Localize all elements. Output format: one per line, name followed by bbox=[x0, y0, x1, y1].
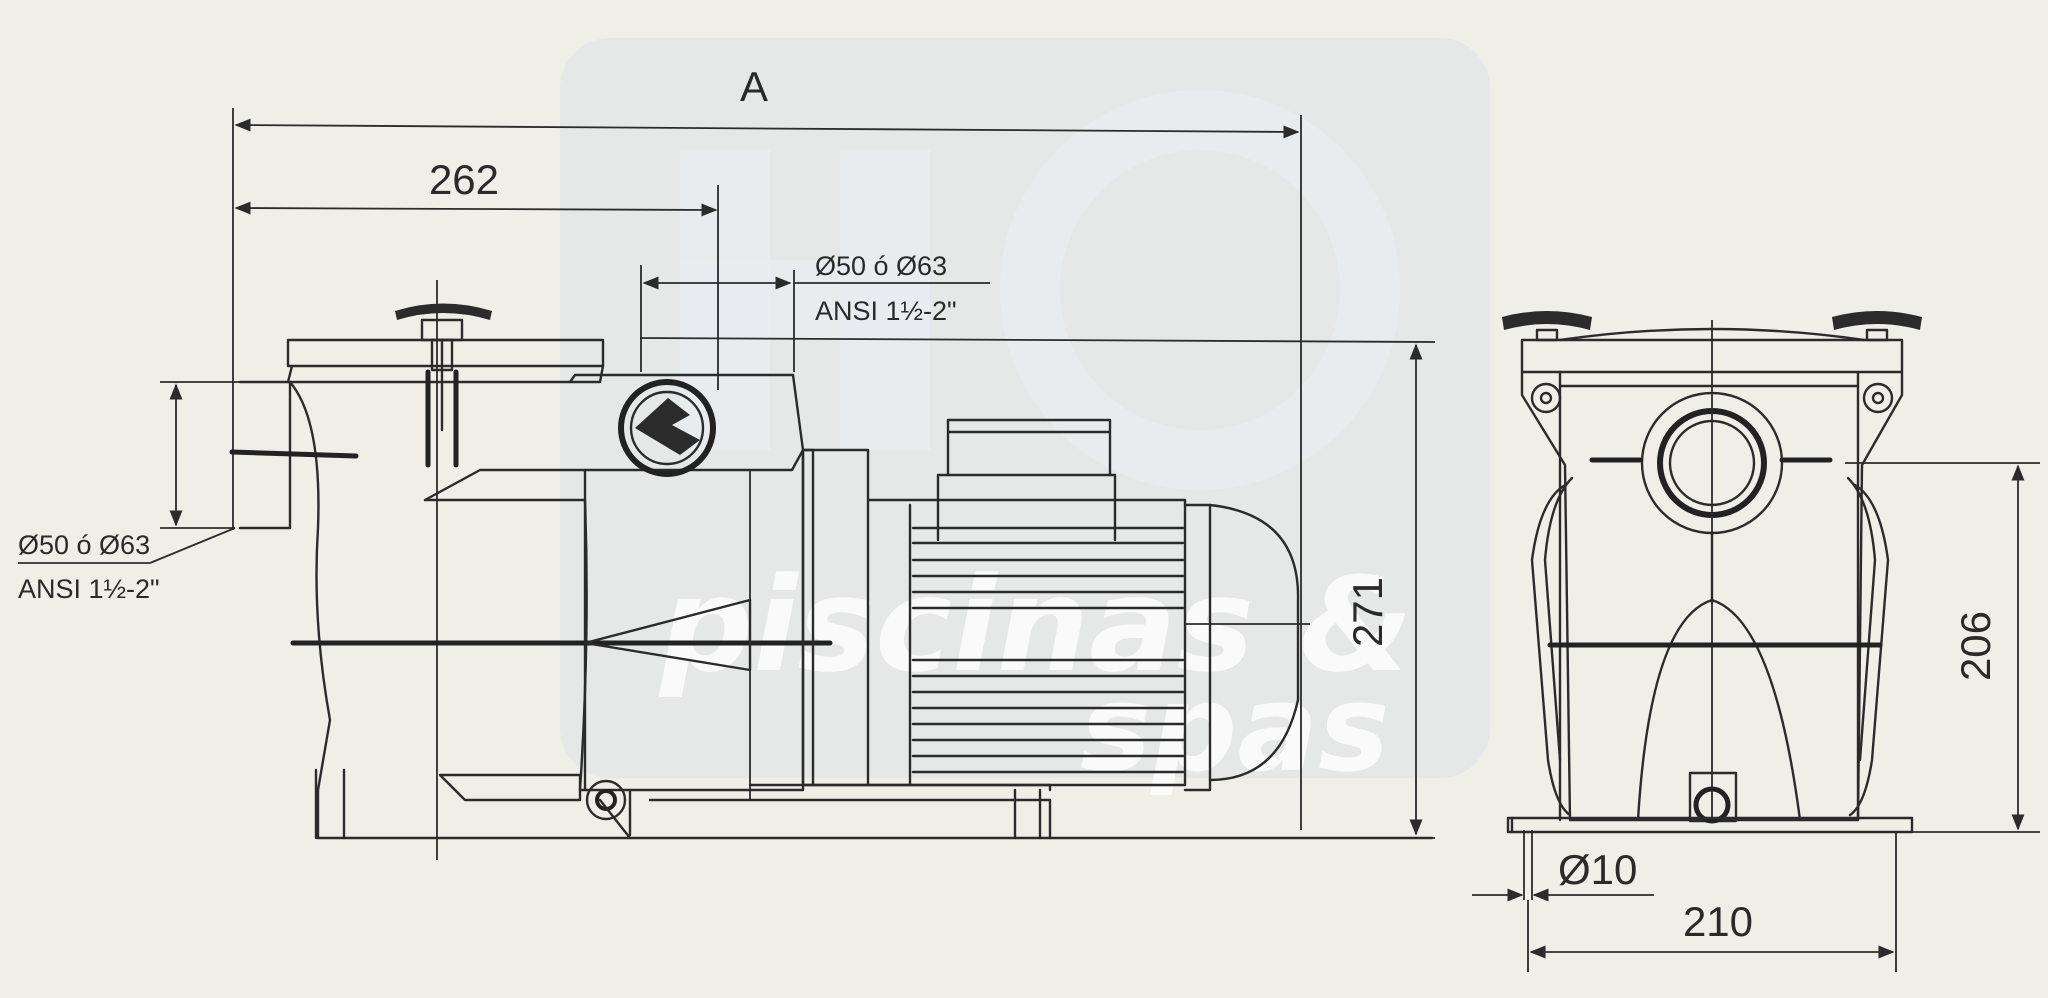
terminal-box bbox=[936, 473, 1117, 542]
motor-end-cap bbox=[1208, 503, 1300, 782]
dimension-line-a bbox=[234, 118, 1300, 139]
dimension-label-210: 210 bbox=[1683, 898, 1753, 945]
lid-rim bbox=[286, 338, 605, 368]
lid-knob-icon bbox=[395, 303, 492, 468]
watermark-logo: piscinas & spas bbox=[560, 38, 1490, 799]
front-right-knob-icon bbox=[1832, 311, 1922, 342]
outlet-thread-label: ANSI 1½-2" bbox=[815, 296, 957, 326]
outlet-diameter-label: Ø50 ó Ø63 bbox=[815, 251, 947, 281]
dimension-label-271: 271 bbox=[1344, 577, 1391, 647]
pump-side-view: A 262 Ø50 ó Ø63 ANSI 1½-2" 271 Ø50 ó Ø63… bbox=[18, 63, 1436, 860]
dimension-label-a: A bbox=[740, 63, 768, 110]
dimension-line-262 bbox=[234, 201, 718, 217]
inlet-diameter-label: Ø50 ó Ø63 bbox=[18, 530, 150, 560]
dimension-label-hole: Ø10 bbox=[1558, 846, 1637, 893]
inlet-axis-line bbox=[229, 449, 359, 459]
dimension-label-262: 262 bbox=[429, 156, 499, 203]
motor-housing bbox=[866, 498, 1187, 787]
dimension-label-206: 206 bbox=[1952, 611, 1999, 681]
drain-plug-icon bbox=[585, 779, 627, 821]
motor-cooling-fins bbox=[911, 526, 1185, 774]
pressure-gauge-icon bbox=[618, 379, 716, 477]
front-drain-plug-icon bbox=[1688, 771, 1738, 824]
inlet-thread-label: ANSI 1½-2" bbox=[18, 574, 160, 604]
pump-front-view: 206 Ø10 210 bbox=[1472, 311, 2040, 972]
front-left-knob-icon bbox=[1502, 311, 1592, 342]
